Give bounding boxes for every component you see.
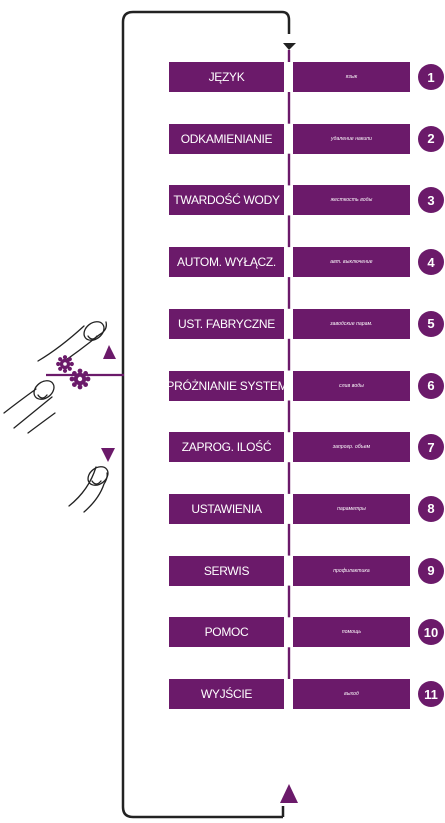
label-ru: профилактика	[293, 555, 410, 586]
label-ru: жесткость воды	[293, 185, 410, 216]
step-number-badge: 5	[418, 310, 444, 337]
label-ru: удаление накипи	[293, 123, 410, 154]
step-number-badge: 3	[418, 187, 444, 214]
finger-down-icon	[68, 466, 109, 513]
menu-item-twardosc-wody: TWARDOŚĆ WODY жесткость воды 3	[0, 180, 445, 220]
step-number-badge: 4	[418, 249, 444, 276]
arrow-top-icon	[283, 43, 296, 50]
label-pl: SERWIS	[169, 555, 284, 586]
step-number-badge: 7	[418, 434, 444, 461]
menu-item-ustawienia: USTAWIENIA параметры 8	[0, 489, 445, 529]
step-number-badge: 9	[418, 557, 444, 584]
label-pl: UST. FABRYCZNE	[169, 308, 284, 339]
step-number-badge: 8	[418, 495, 444, 522]
loop-line	[121, 10, 291, 819]
step-number-badge: 1	[418, 64, 444, 90]
menu-item-zaprog-ilosc: ZAPROG. ILOŚĆ запрогр. объем 7	[0, 427, 445, 467]
triangle-up-icon	[103, 345, 116, 359]
label-pl: USTAWIENIA	[169, 493, 284, 524]
label-ru: заводские парам.	[293, 308, 410, 339]
menu-item-autom-wylacz: AUTOM. WYŁĄCZ. авт. выключение 4	[0, 242, 445, 282]
label-pl: OPRÓŻNIANIE SYSTEMU	[169, 370, 284, 401]
step-number-badge: 2	[418, 125, 444, 152]
gears-icon	[56, 355, 91, 390]
label-ru: выход	[293, 679, 410, 709]
menu-item-jezyk: JĘZYK язык 1	[0, 57, 445, 97]
step-number-badge: 6	[418, 372, 444, 399]
label-pl: JĘZYK	[169, 62, 284, 92]
label-pl: ODKAMIENIANIE	[169, 123, 284, 154]
menu-item-pomoc: POMOC помощь 10	[0, 612, 445, 652]
hand-press-icon	[3, 380, 56, 434]
finger-up-icon	[37, 321, 107, 365]
label-ru: авт. выключение	[293, 247, 410, 278]
menu-item-ust-fabryczne: UST. FABRYCZNE заводские парам. 5	[0, 304, 445, 344]
label-pl: TWARDOŚĆ WODY	[169, 185, 284, 216]
menu-item-odkamienianie: ODKAMIENIANIE удаление накипи 2	[0, 119, 445, 159]
label-ru: слив воды	[293, 370, 410, 401]
label-ru: помощь	[293, 617, 410, 648]
triangle-down-icon	[101, 448, 115, 462]
label-ru: запрогр. объем	[293, 432, 410, 463]
step-number-badge: 10	[418, 619, 444, 646]
label-pl: WYJŚCIE	[169, 679, 284, 709]
step-number-badge: 11	[418, 681, 444, 707]
label-pl: AUTOM. WYŁĄCZ.	[169, 247, 284, 278]
label-pl: ZAPROG. ILOŚĆ	[169, 432, 284, 463]
label-pl: POMOC	[169, 617, 284, 648]
arrow-bottom-icon	[280, 784, 298, 803]
menu-item-serwis: SERWIS профилактика 9	[0, 551, 445, 591]
label-ru: язык	[293, 62, 410, 92]
label-ru: параметры	[293, 493, 410, 524]
menu-item-wyjscie: WYJŚCIE выход 11	[0, 674, 445, 714]
menu-item-oproznianie-systemu: OPRÓŻNIANIE SYSTEMU слив воды 6	[0, 366, 445, 406]
